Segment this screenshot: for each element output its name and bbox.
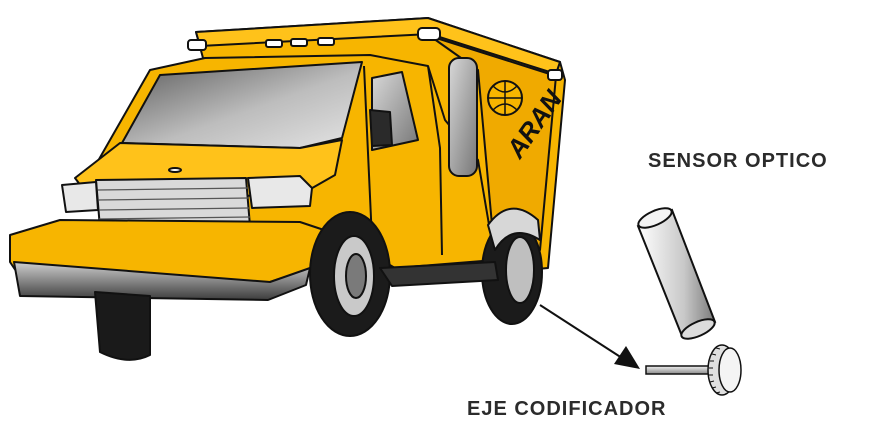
hood-emblem [168, 167, 182, 173]
encoder-shaft [645, 344, 742, 396]
pointer-arrow [539, 304, 640, 369]
side-mirror [369, 109, 393, 147]
roof-lights [187, 27, 563, 81]
bumper-underside [13, 261, 311, 301]
left-headlight [61, 181, 99, 213]
shaft-knob-face [718, 347, 742, 393]
sensor-body [636, 208, 717, 338]
front-right-wheel [309, 211, 391, 337]
right-headlight [247, 175, 313, 209]
optical-sensor [636, 207, 717, 340]
knob-knurling [709, 347, 721, 394]
sensor-bottom-cap [680, 318, 716, 340]
grille-bars [97, 187, 251, 220]
van: ARAN [9, 17, 569, 361]
rear-side-window [448, 57, 478, 177]
rear-fender [487, 207, 541, 251]
sensor-label: SENSOR OPTICO [648, 150, 828, 172]
arrow-head [614, 346, 640, 369]
shaft-label: EJE CODIFICADOR [467, 398, 667, 420]
front-left-wheel [94, 291, 151, 361]
shaft-rod [645, 365, 717, 375]
sensor-top-cap [637, 207, 673, 229]
rocker-panel [379, 261, 499, 287]
